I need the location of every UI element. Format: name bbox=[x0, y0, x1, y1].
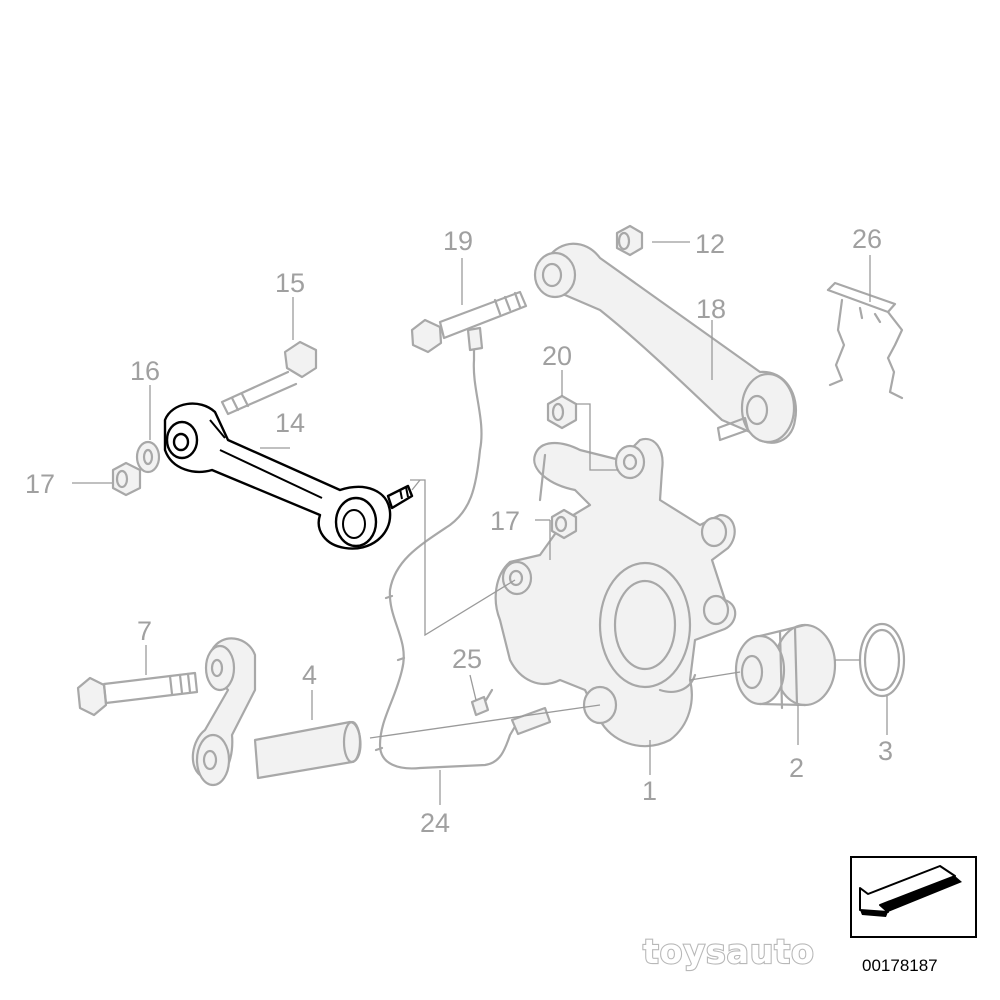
part-4-lower-link bbox=[191, 637, 362, 787]
part-24-sensor-cable bbox=[374, 326, 552, 770]
callout-17-right[interactable]: 17 bbox=[490, 506, 520, 536]
part-19-bolt bbox=[410, 290, 528, 354]
callout-14[interactable]: 14 bbox=[275, 408, 305, 438]
callout-24[interactable]: 24 bbox=[420, 808, 450, 838]
callout-26[interactable]: 26 bbox=[852, 224, 882, 254]
part-20-nut bbox=[546, 394, 578, 430]
callout-4[interactable]: 4 bbox=[302, 660, 317, 690]
callout-labels: 19 12 26 18 15 20 16 14 17 17 7 4 25 24 … bbox=[25, 224, 893, 838]
part-16-washer bbox=[135, 440, 161, 474]
part-14-arm-highlighted[interactable] bbox=[163, 402, 414, 550]
part-2-bushing bbox=[734, 623, 837, 710]
callout-16[interactable]: 16 bbox=[130, 356, 160, 386]
callout-3[interactable]: 3 bbox=[878, 736, 893, 766]
callout-2[interactable]: 2 bbox=[789, 753, 804, 783]
part-7-bolt bbox=[76, 671, 199, 717]
part-12-nut bbox=[615, 224, 644, 257]
reference-number: 00178187 bbox=[862, 956, 938, 975]
callout-7[interactable]: 7 bbox=[137, 616, 152, 646]
callout-1[interactable]: 1 bbox=[642, 776, 657, 806]
part-17-nut-left bbox=[111, 461, 142, 497]
part-1-wheel-carrier bbox=[494, 437, 737, 748]
part-18-upper-arm bbox=[533, 242, 798, 444]
callout-17-left[interactable]: 17 bbox=[25, 469, 55, 499]
part-3-circlip bbox=[858, 622, 906, 698]
part-15-bolt bbox=[220, 340, 318, 416]
callout-20[interactable]: 20 bbox=[542, 341, 572, 371]
callout-18[interactable]: 18 bbox=[696, 294, 726, 324]
part-26-bracket bbox=[826, 281, 904, 400]
part-17-nut-right bbox=[550, 508, 578, 540]
callout-15[interactable]: 15 bbox=[275, 268, 305, 298]
callout-25[interactable]: 25 bbox=[452, 644, 482, 674]
reference-box: 00178187 bbox=[850, 856, 977, 975]
part-25-screw bbox=[470, 688, 494, 717]
leader-lines bbox=[72, 241, 888, 805]
watermark-text: toysauto bbox=[643, 932, 815, 971]
callout-19[interactable]: 19 bbox=[443, 226, 473, 256]
callout-12[interactable]: 12 bbox=[695, 229, 725, 259]
